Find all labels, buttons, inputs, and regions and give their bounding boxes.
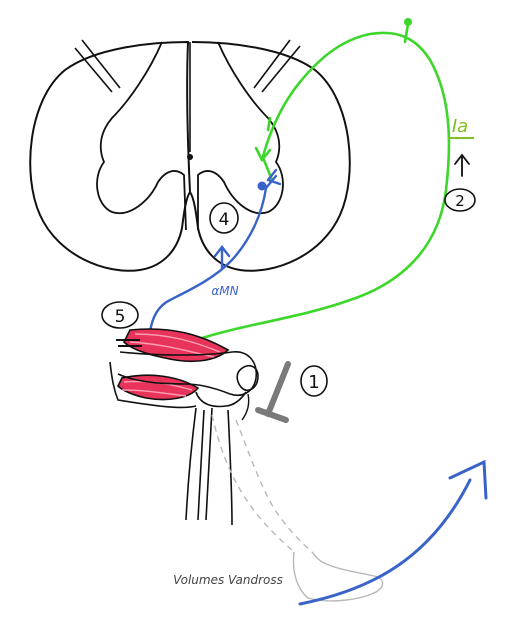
- ia-signal-arrow-up: [454, 153, 470, 177]
- femur-condyle-outline: [195, 391, 247, 408]
- extended-foot-ghost: [292, 551, 384, 602]
- step-2-marker: 2: [444, 188, 476, 212]
- fibula: [185, 407, 205, 521]
- skin-outline-back: [109, 361, 197, 409]
- motor-neuron-dendrite: [264, 168, 282, 190]
- step-5-marker: 5: [101, 301, 139, 329]
- quadriceps-muscle: [123, 328, 230, 363]
- motor-efferent-pathway: [148, 168, 282, 334]
- knee-joint: [109, 351, 259, 526]
- grey-matter-outline: [96, 41, 284, 231]
- spinal-cord-cross-section: [29, 39, 351, 272]
- step-1-marker: 1: [300, 365, 328, 397]
- alpha-motor-neuron-soma: [257, 181, 267, 191]
- step-4-label: 4: [219, 210, 230, 230]
- ia-afferent-branch-horn: [254, 116, 272, 162]
- step-2-label: 2: [455, 192, 465, 210]
- dorsal-horn-right: [253, 39, 301, 93]
- alpha-motor-neuron-label: αMN: [211, 284, 238, 298]
- step-4-marker: 4: [209, 202, 239, 234]
- ia-afferent-branch-root: [403, 22, 410, 44]
- extended-leg-ghost: [211, 414, 313, 553]
- tibia: [205, 407, 233, 526]
- alpha-motor-neuron-axon: [148, 186, 268, 334]
- ia-fiber-root-ending: [404, 18, 412, 26]
- ia-afferent-fiber: [194, 31, 451, 342]
- reflex-hammer-icon: [255, 361, 291, 423]
- patella: [236, 364, 259, 392]
- muscle-contraction-marks: [116, 339, 142, 347]
- step-5-label: 5: [115, 307, 126, 327]
- central-canal: [187, 154, 193, 160]
- spinal-cord-outline: [29, 40, 351, 272]
- step-1-label: 1: [308, 372, 319, 393]
- patellar-tendon: [241, 393, 250, 421]
- dorsal-horn-left: [74, 39, 121, 93]
- ia-fiber-label: Ia: [452, 116, 468, 137]
- motor-signal-arrow-up: [213, 245, 231, 270]
- curved-arrow-icon: [298, 459, 488, 606]
- signature: Volumes Vandross: [173, 573, 283, 587]
